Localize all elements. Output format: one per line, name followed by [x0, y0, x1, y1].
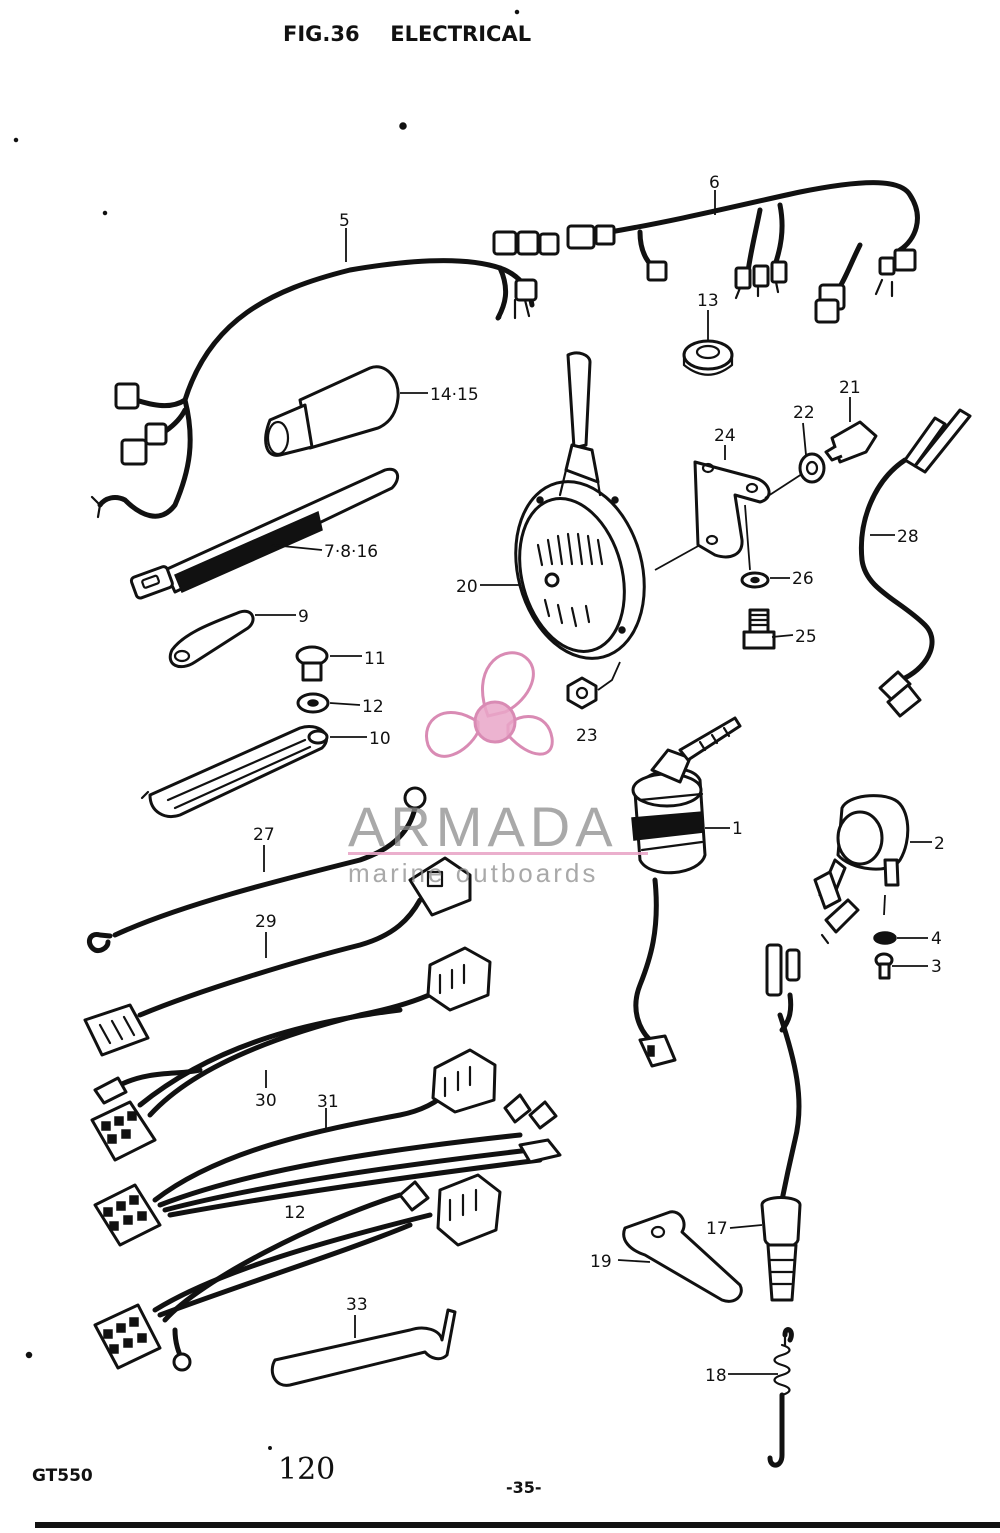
callout-32: 12: [284, 1203, 306, 1223]
part-25-bolt: [742, 608, 776, 650]
callout-33: 33: [346, 1295, 368, 1315]
callout-22: 22: [793, 403, 815, 423]
part-1-ignition-switch: [631, 716, 742, 1068]
part-26-washer: [740, 571, 770, 589]
part-3-screw: [874, 952, 894, 980]
propeller-icon: [425, 651, 554, 758]
figure-title: FIG.36 ELECTRICAL: [283, 22, 531, 46]
part-22-washer: [798, 452, 826, 484]
part-32-lead-wire: [93, 1173, 502, 1372]
callout-29: 29: [255, 912, 277, 932]
part-24-horn-bracket: [693, 460, 806, 571]
callout-2: 2: [934, 834, 945, 854]
callout-3: 3: [931, 957, 942, 977]
callout-17: 17: [706, 1219, 728, 1239]
part-27-lead-wire: [86, 786, 427, 953]
part-12-washer: [296, 692, 330, 714]
part-28-lead-wire: [858, 408, 972, 718]
part-23-nut: [566, 676, 598, 710]
part-21-bolt: [824, 420, 878, 464]
figure-number: FIG.36: [283, 22, 360, 46]
handwritten-number: 120: [278, 1452, 336, 1487]
callout-24: 24: [714, 426, 736, 446]
callout-28: 28: [897, 527, 919, 547]
callout-27: 27: [253, 825, 275, 845]
part-13-grommet: [682, 339, 734, 376]
part-31-lead-wire: [93, 1048, 562, 1247]
bottom-rule: [35, 1522, 1000, 1528]
callout-26: 26: [792, 569, 814, 589]
scan-specks: [13, 9, 520, 1450]
callout-30: 30: [255, 1091, 277, 1111]
part-29-lead-wire: [83, 856, 472, 1057]
part-2-lock-set: [813, 794, 910, 945]
callout-18: 18: [705, 1366, 727, 1386]
callout-5: 5: [339, 211, 350, 231]
part-4-washer: [873, 931, 897, 945]
callout-20: 20: [456, 577, 478, 597]
callout-12: 12: [362, 697, 384, 717]
callout-6: 6: [709, 173, 720, 193]
callout-23: 23: [576, 726, 598, 746]
watermark-brand: ARMADA: [348, 795, 618, 858]
part-19-bracket: [622, 1210, 743, 1303]
callout-11: 11: [364, 649, 386, 669]
part-20-horn: [514, 351, 701, 691]
part-18-spring: [767, 1327, 794, 1468]
figure-section: ELECTRICAL: [390, 22, 532, 46]
callout-7-8-16: 7·8·16: [324, 542, 378, 562]
part-7-8-16-battery-cable: [129, 467, 400, 600]
callout-10: 10: [369, 729, 391, 749]
leader-lines: [255, 190, 932, 1375]
watermark-tagline: marine outboards: [348, 858, 598, 888]
callout-13: 13: [697, 291, 719, 311]
callout-9: 9: [298, 607, 309, 627]
callout-19: 19: [590, 1252, 612, 1272]
callout-31: 31: [317, 1092, 339, 1112]
callout-4: 4: [931, 929, 942, 949]
part-10-earth-lead: [140, 725, 329, 818]
part-6-sub-harness: [566, 180, 920, 324]
page-number: -35-: [506, 1478, 542, 1497]
callout-labels: 5 6 13 14·15 7·8·16 9 11 12 10 20 24 22 …: [253, 173, 945, 1386]
model-code: GT550: [32, 1466, 93, 1486]
callout-21: 21: [839, 378, 861, 398]
part-9-clamp: [168, 609, 255, 669]
armada-watermark: ARMADA marine outboards: [348, 651, 648, 888]
part-30-lead-wire: [90, 946, 492, 1162]
part-5-wiring-harness: [90, 230, 560, 519]
part-17-stop-switch: [760, 943, 802, 1302]
part-11-screw: [295, 645, 329, 682]
part-33-clamp: [270, 1308, 457, 1387]
callout-1: 1: [732, 819, 743, 839]
callout-25: 25: [795, 627, 817, 647]
part-14-15-cap: [264, 365, 400, 457]
callout-14-15: 14·15: [430, 385, 479, 405]
